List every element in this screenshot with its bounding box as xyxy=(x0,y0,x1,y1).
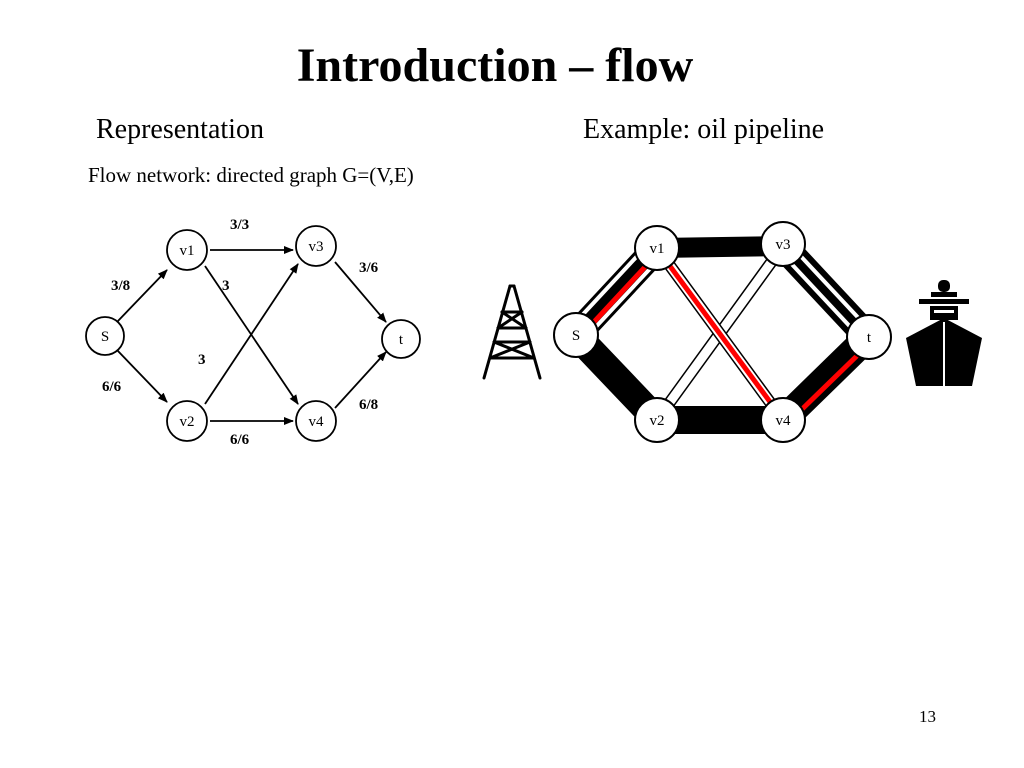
pipeline-node-v1-label: v1 xyxy=(650,241,665,257)
node-v3-label: v3 xyxy=(309,239,324,255)
edge-s-v2 xyxy=(116,349,168,403)
pipeline-node-v1: v1 xyxy=(634,225,680,271)
node-v1: v1 xyxy=(166,229,208,271)
node-t: t xyxy=(381,319,421,359)
node-s: S xyxy=(85,316,125,356)
node-v4: v4 xyxy=(295,400,337,442)
ship-icon xyxy=(906,280,982,386)
slide-title: Introduction – flow xyxy=(296,39,694,92)
edge-label-s-v1: 3/8 xyxy=(111,278,130,294)
node-v1-label: v1 xyxy=(180,243,195,259)
pipeline-node-v4: v4 xyxy=(760,397,806,443)
pipeline-node-t: t xyxy=(846,314,892,360)
pipeline-node-v3: v3 xyxy=(760,221,806,267)
edge-label-v3-t: 3/6 xyxy=(359,260,379,276)
representation-heading: Representation xyxy=(96,114,264,145)
node-v3: v3 xyxy=(295,225,337,267)
edge-label-v2-v4: 6/6 xyxy=(230,432,250,448)
pipeline-node-v2: v2 xyxy=(634,397,680,443)
node-v4-label: v4 xyxy=(309,414,325,430)
edge-v2-v3 xyxy=(204,263,299,405)
pipeline-node-v3-label: v3 xyxy=(776,237,791,253)
pipeline-node-s: S xyxy=(553,312,599,358)
edge-s-v1 xyxy=(116,269,168,323)
pipeline-node-s-label: S xyxy=(572,328,580,344)
edge-label-v2-v3: 3 xyxy=(198,352,206,368)
edge-label-v1-v4: 3 xyxy=(222,278,230,294)
flow-network-diagram: 3/8 6/6 3/3 3 3 6/6 3/6 6/8 S v1 v2 v3 v… xyxy=(85,217,421,448)
oil-derrick-icon xyxy=(482,284,542,380)
node-v2-label: v2 xyxy=(180,414,195,430)
node-t-label: t xyxy=(399,332,404,348)
edge-label-v1-v3: 3/3 xyxy=(230,217,249,233)
pipeline-example-heading: Example: oil pipeline xyxy=(583,114,825,145)
edge-label-v4-t: 6/8 xyxy=(359,397,378,413)
flow-network-definition: Flow network: directed graph G=(V,E) xyxy=(88,163,414,187)
pipeline-node-t-label: t xyxy=(867,330,872,346)
pipe-v1-v4 xyxy=(652,244,788,424)
edge-v4-t xyxy=(334,351,387,409)
node-s-label: S xyxy=(101,329,109,345)
pipeline-diagram: S v1 v2 v3 v4 t xyxy=(553,221,892,443)
pipeline-node-v2-label: v2 xyxy=(650,413,665,429)
node-v2: v2 xyxy=(166,400,208,442)
edge-v3-t xyxy=(334,261,387,323)
pipeline-node-v4-label: v4 xyxy=(776,413,792,429)
page-number: 13 xyxy=(919,707,936,726)
edge-label-s-v2: 6/6 xyxy=(102,379,122,395)
